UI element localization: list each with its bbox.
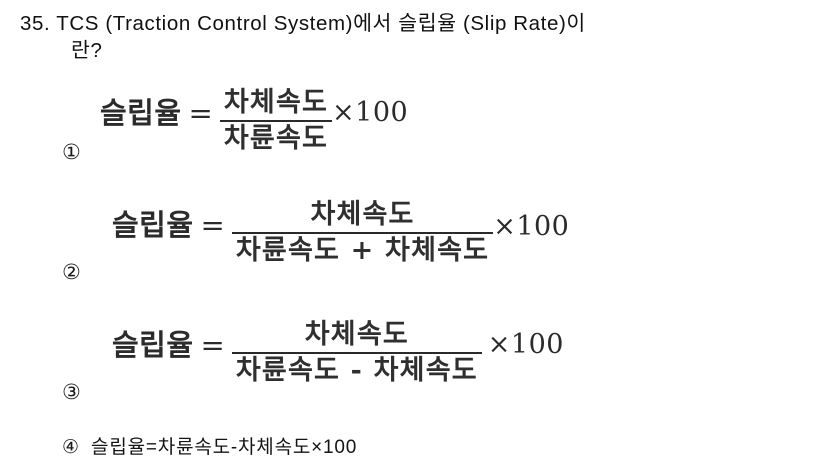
question-line-1: 35. TCS (Traction Control System)에서 슬립율 … — [20, 12, 586, 35]
option-3[interactable]: 슬립율 = 차체속도 차륜속도 - 차체속도 ×100 — [112, 319, 564, 387]
option-2-denominator: 차륜속도 + 차체속도 — [235, 235, 490, 267]
option-2-fraction: 차체속도 차륜속도 + 차체속도 — [231, 199, 494, 267]
option-1-equals-sign: = — [188, 96, 213, 131]
option-1-fraction: 차체속도 차륜속도 — [219, 87, 333, 155]
option-3-equals-sign: = — [200, 328, 225, 363]
option-1[interactable]: 슬립율 = 차체속도 차륜속도 ×100 — [100, 87, 409, 155]
option-3-fraction: 차체속도 차륜속도 - 차체속도 — [231, 319, 482, 387]
option-2-equals-sign: = — [200, 208, 225, 243]
option-3-fraction-bar — [231, 352, 482, 355]
option-4-marker: ④ — [62, 436, 80, 458]
option-2-fraction-bar — [231, 232, 494, 235]
option-3-lhs: 슬립율 — [112, 328, 194, 363]
option-3-denominator: 차륜속도 - 차체속도 — [235, 355, 478, 387]
option-1-fraction-bar — [219, 120, 333, 123]
option-1-multiplier: ×100 — [332, 97, 409, 129]
option-3-multiplier: ×100 — [487, 329, 564, 361]
option-4-text: 슬립율=차륜속도-차체속도×100 — [91, 437, 358, 458]
question-line-2: 란? — [71, 39, 103, 62]
option-3-numerator: 차체속도 — [304, 319, 409, 350]
option-2-multiplier: ×100 — [493, 211, 570, 243]
option-2-numerator: 차체속도 — [310, 199, 415, 230]
option-1-lhs: 슬립율 — [100, 96, 182, 131]
option-2[interactable]: 슬립율 = 차체속도 차륜속도 + 차체속도 ×100 — [112, 199, 570, 267]
option-2-marker[interactable]: ② — [62, 260, 81, 284]
option-1-denominator: 차륜속도 — [223, 123, 329, 155]
option-2-lhs: 슬립율 — [112, 208, 194, 243]
option-4[interactable]: ④ 슬립율=차륜속도-차체속도×100 — [62, 432, 357, 459]
option-1-marker[interactable]: ① — [62, 140, 81, 164]
option-1-numerator: 차체속도 — [223, 87, 329, 118]
option-3-marker[interactable]: ③ — [62, 380, 81, 404]
